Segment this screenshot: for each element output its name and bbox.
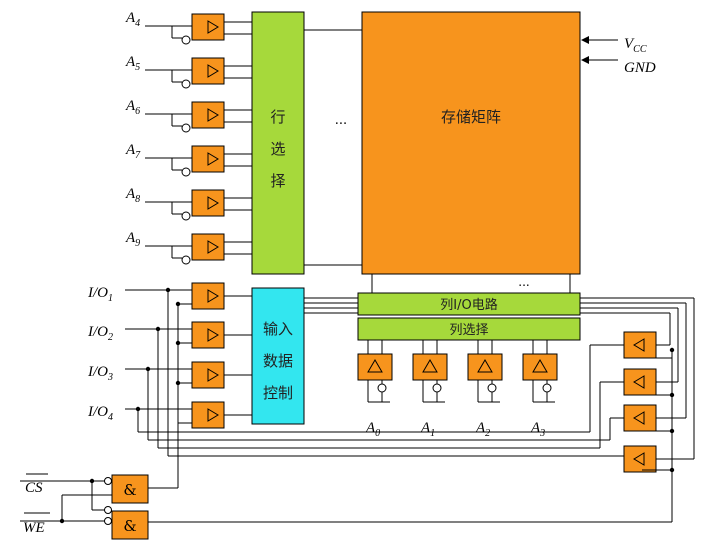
io-input-buffer-4 [191,401,252,429]
io-label-3: I/O3 [87,364,113,383]
row-address-label-a8: A8 [125,186,140,205]
input-data-control [251,287,305,425]
memory-array-label: 存储矩阵 [441,108,501,126]
io-input-buffer-2 [191,321,252,349]
and-gate-1 [111,474,149,504]
row-select-char-1: 行 [270,108,285,126]
and-gate-1-symbol: & [123,481,136,499]
io-wiring [125,287,695,523]
col-address-label-a0: A0 [365,420,380,439]
io-output-buffers [623,331,657,473]
col-buffer-a2 [467,340,503,403]
io-label-4: I/O4 [87,404,113,423]
cs-label: CS [25,480,43,496]
row-address-label-a4: A4 [125,10,140,29]
row-buffer-a7 [145,145,252,177]
column-ellipsis: ... [518,275,529,289]
and-gate-2-symbol: & [123,517,136,535]
col-address-label-a1: A1 [420,420,435,439]
vcc-label: VCC [624,36,647,55]
io-output-buffer-2 [623,368,657,396]
io-labels: I/O1 I/O2 I/O3 I/O4 [87,285,113,423]
control-logic [20,474,149,540]
row-address-labels: A4 A5 A6 A7 A8 A9 [125,10,141,249]
col-buffer-a0 [357,340,393,403]
col-buffer-a1 [412,340,448,403]
we-label: WE [23,520,45,536]
data-bus-lines [304,297,358,314]
io-label-2: I/O2 [87,324,113,343]
row-address-label-a9: A9 [125,230,140,249]
col-select [357,317,581,341]
row-buffer-a9 [145,233,252,265]
row-select-char-3: 择 [270,172,285,190]
col-address-buffers [357,340,558,403]
col-address-labels: A0 A1 A2 A3 [365,420,545,439]
power-pins [581,36,618,64]
column-lines [371,274,571,293]
io-input-buffer-1 [191,282,252,310]
row-address-label-a7: A7 [125,142,141,161]
row-address-label-a6: A6 [125,98,140,117]
row-buffer-a5 [145,57,252,89]
memory-array [361,11,581,275]
row-select-block [251,11,305,275]
col-io-label: 列I/O电路 [440,297,497,313]
input-data-control-line-3: 控制 [263,384,293,402]
input-data-control-line-2: 数据 [263,352,293,370]
col-address-label-a2: A2 [475,420,490,439]
row-address-label-a5: A5 [125,54,140,73]
row-address-buffers [145,13,252,265]
col-buffer-a3 [522,340,558,403]
col-address-label-a3: A3 [530,420,545,439]
gnd-label: GND [624,60,656,76]
row-ellipsis: ... [335,113,347,128]
io-output-buffer-1 [623,331,657,359]
row-buffer-a8 [145,189,252,221]
io-input-buffer-3 [191,361,252,389]
col-select-label: 列选择 [449,323,488,338]
input-data-control-line-1: 输入 [263,320,293,338]
col-io-circuit [357,292,581,316]
row-select-char-2: 选 [270,140,285,158]
row-lines [304,29,362,266]
row-buffer-a6 [145,101,252,133]
io-output-buffer-4 [623,445,657,473]
io-output-buffer-3 [623,404,657,432]
io-label-1: I/O1 [87,285,113,304]
io-input-buffers [191,282,252,429]
row-buffer-a4 [145,13,252,45]
